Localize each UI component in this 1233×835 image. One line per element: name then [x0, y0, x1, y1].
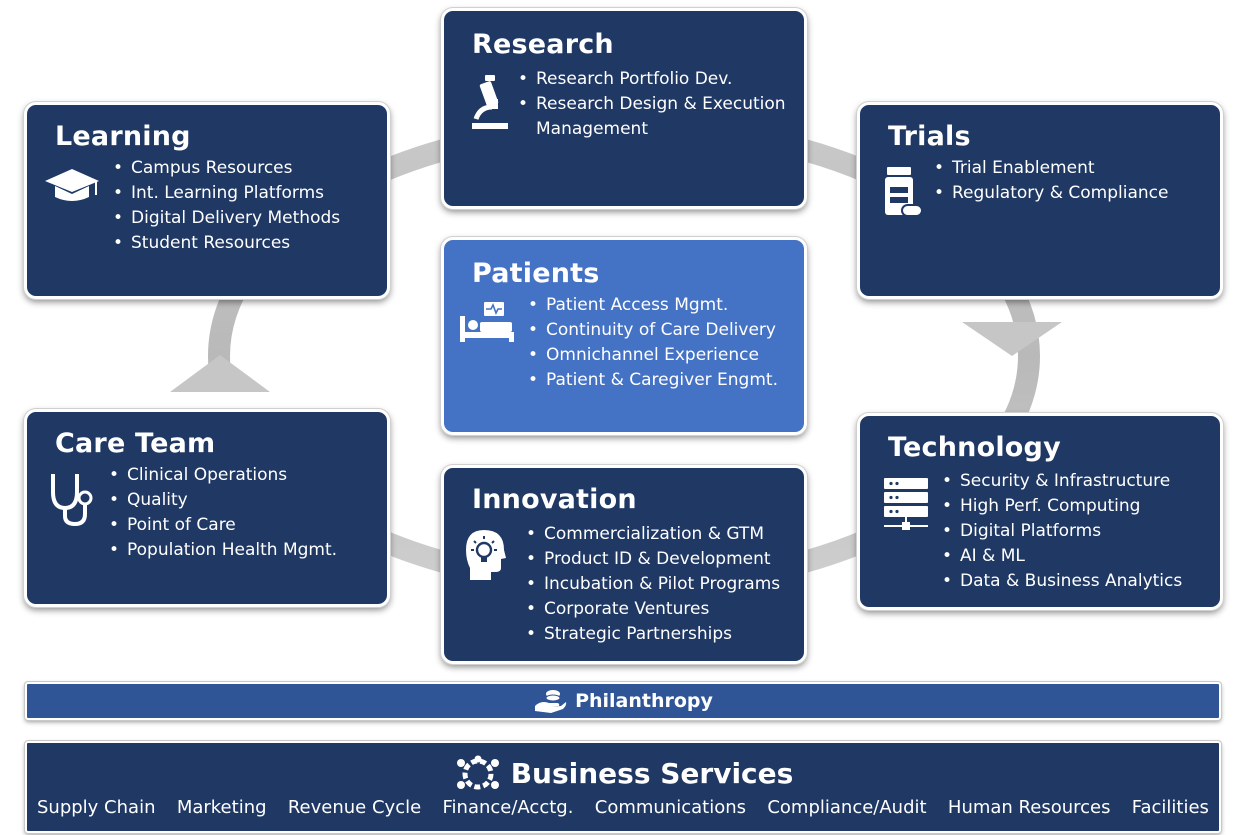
business-services-bar: Business Services Supply Chain Marketing… [25, 741, 1221, 833]
down-arrow-head [962, 322, 1062, 356]
care-team-item: Quality [107, 488, 337, 513]
research-list: Research Portfolio Dev. Research Design … [516, 67, 796, 142]
learning-title: Learning [55, 121, 191, 152]
care-team-list: Clinical Operations Quality Point of Car… [107, 463, 337, 563]
learning-item: Campus Resources [111, 156, 340, 181]
trials-title: Trials [888, 121, 971, 152]
trials-list: Trial Enablement Regulatory & Compliance [932, 156, 1168, 206]
innovation-title: Innovation [472, 484, 637, 515]
research-title: Research [472, 29, 614, 60]
trials-item: Trial Enablement [932, 156, 1168, 181]
business-service-item: Supply Chain [37, 797, 156, 818]
business-service-item: Communications [594, 797, 747, 818]
philanthropy-bar: Philanthropy [25, 682, 1221, 720]
up-arrow-gap [180, 392, 260, 410]
learning-list: Campus Resources Int. Learning Platforms… [111, 156, 340, 256]
technology-item: Data & Business Analytics [940, 569, 1182, 594]
learning-item: Digital Delivery Methods [111, 206, 340, 231]
patients-list: Patient Access Mgmt. Continuity of Care … [526, 293, 778, 393]
patients-item: Patient Access Mgmt. [526, 293, 778, 318]
learning-item: Int. Learning Platforms [111, 181, 340, 206]
giving-hand-icon [535, 690, 567, 713]
research-item: Research Design & Execution Management [516, 92, 796, 142]
care-team-item: Point of Care [107, 513, 337, 538]
technology-card: Technology Security & Infrastructure Hig… [857, 413, 1223, 610]
patients-item: Omnichannel Experience [526, 343, 778, 368]
business-service-item: Finance/Acctg. [442, 797, 574, 818]
business-services-title: Business Services [510, 756, 794, 790]
innovation-card: Innovation Commercialization & GTM Produ… [441, 465, 807, 664]
innovation-item: Corporate Ventures [524, 597, 780, 622]
medicine-bottle-icon [885, 167, 923, 217]
business-service-item: Compliance/Audit [767, 797, 927, 818]
learning-card: Learning Campus Resources Int. Learning … [24, 102, 390, 299]
graduation-cap-icon [45, 169, 99, 201]
care-team-card: Care Team Clinical Operations Quality Po… [24, 409, 390, 607]
innovation-item: Strategic Partnerships [524, 622, 780, 647]
technology-item: High Perf. Computing [940, 494, 1182, 519]
care-team-item: Population Health Mgmt. [107, 538, 337, 563]
business-service-item: Human Resources [947, 797, 1111, 818]
business-services-list: Supply Chain Marketing Revenue Cycle Fin… [37, 797, 1209, 818]
research-item: Research Portfolio Dev. [516, 67, 796, 92]
research-card: Research Research Portfolio Dev. Researc… [441, 8, 807, 209]
patients-item: Continuity of Care Delivery [526, 318, 778, 343]
technology-item: Security & Infrastructure [940, 469, 1182, 494]
innovation-item: Product ID & Development [524, 547, 780, 572]
innovation-item: Incubation & Pilot Programs [524, 572, 780, 597]
patients-title: Patients [472, 258, 600, 289]
technology-list: Security & Infrastructure High Perf. Com… [940, 469, 1182, 594]
business-services-header: Business Services [27, 755, 1219, 791]
stethoscope-icon [51, 474, 93, 527]
technology-title: Technology [888, 432, 1061, 463]
trials-item: Regulatory & Compliance [932, 181, 1168, 206]
technology-item: Digital Platforms [940, 519, 1182, 544]
innovation-list: Commercialization & GTM Product ID & Dev… [524, 522, 780, 647]
business-service-item: Marketing [176, 797, 267, 818]
server-icon [884, 478, 928, 530]
philanthropy-label: Philanthropy [575, 690, 713, 712]
up-arrow-head [170, 355, 270, 392]
innovation-item: Commercialization & GTM [524, 522, 780, 547]
microscope-icon [472, 75, 508, 129]
business-service-item: Revenue Cycle [287, 797, 422, 818]
business-service-item: Facilities [1131, 797, 1209, 818]
patients-card: Patients Patient Access Mgmt. Continuity… [441, 237, 807, 435]
care-team-item: Clinical Operations [107, 463, 337, 488]
patients-item: Patient & Caregiver Engmt. [526, 368, 778, 393]
hospital-bed-icon [460, 302, 514, 342]
care-team-title: Care Team [55, 428, 216, 459]
learning-item: Student Resources [111, 231, 340, 256]
gear-people-icon [456, 755, 499, 790]
trials-card: Trials Trial Enablement Regulatory & Com… [857, 102, 1223, 299]
technology-item: AI & ML [940, 544, 1182, 569]
lightbulb-head-icon [466, 530, 506, 580]
